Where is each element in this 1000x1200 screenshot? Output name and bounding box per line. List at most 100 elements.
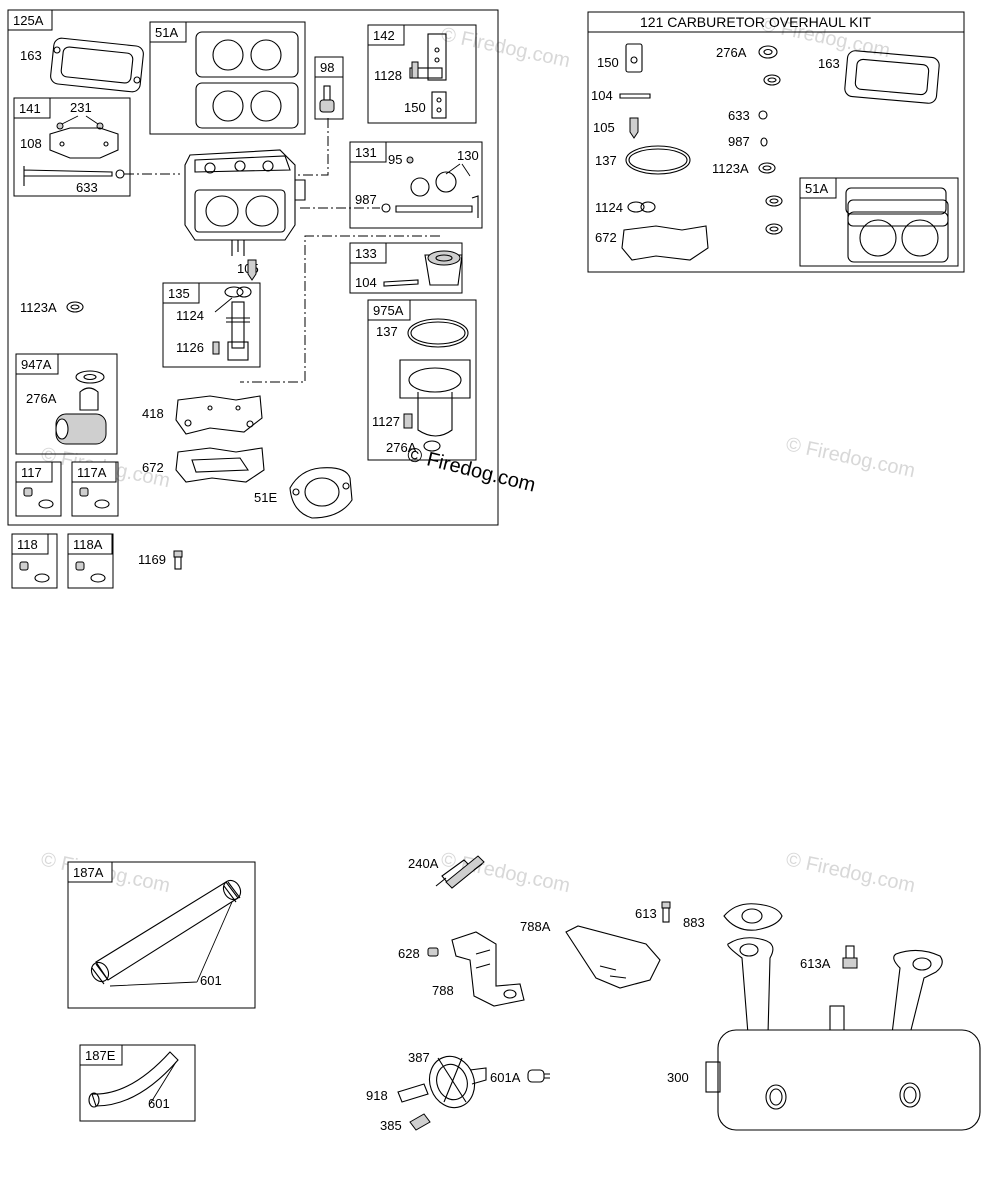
part-label-276A-975A: 276A bbox=[386, 440, 417, 455]
fuel-line-187A-group: 187A 601 bbox=[67, 861, 256, 1009]
kit-part-1123A bbox=[758, 162, 783, 235]
kit-label-276A: 276A bbox=[716, 45, 747, 60]
kit-part-1124 bbox=[627, 201, 656, 213]
part-label-51E: 51E bbox=[254, 490, 277, 505]
box-label-187A: 187A bbox=[73, 865, 104, 880]
box-947A bbox=[15, 353, 118, 455]
part-label-788A: 788A bbox=[520, 919, 551, 934]
kit-label-1123A: 1123A bbox=[712, 161, 749, 176]
tab-118 bbox=[11, 533, 49, 555]
kit-part-276A bbox=[758, 45, 781, 86]
kit-label-672: 672 bbox=[595, 230, 617, 245]
part-label-1124: 1124 bbox=[176, 308, 204, 323]
leader-98 bbox=[298, 118, 329, 176]
part-883-gasket bbox=[723, 903, 783, 931]
kit-label-104: 104 bbox=[591, 88, 613, 103]
part-51E-gasket bbox=[289, 467, 353, 519]
box-label-133: 133 bbox=[355, 246, 377, 261]
part-label-276A-947A: 276A bbox=[26, 391, 57, 406]
tab-118A bbox=[67, 533, 113, 555]
kit-part-672 bbox=[621, 225, 709, 261]
part-label-418: 418 bbox=[142, 406, 164, 421]
part-117-screw-washer bbox=[23, 487, 54, 509]
part-628-screw bbox=[427, 947, 439, 957]
part-label-1127: 1127 bbox=[372, 414, 400, 429]
part-label-918: 918 bbox=[366, 1088, 388, 1103]
kit-label-987: 987 bbox=[728, 134, 750, 149]
tab-141 bbox=[13, 97, 51, 119]
part-163-gasket bbox=[50, 37, 144, 93]
tab-98 bbox=[314, 56, 344, 78]
part-131-throttle-shaft bbox=[381, 156, 479, 218]
tab-51A bbox=[149, 21, 187, 43]
watermark: © Firedog.com bbox=[439, 23, 572, 72]
part-788A-bracket bbox=[565, 925, 661, 989]
part-label-672: 672 bbox=[142, 460, 164, 475]
kit-box-label-51A: 51A bbox=[805, 181, 828, 196]
part-label-240A: 240A bbox=[408, 856, 439, 871]
kit-part-51A bbox=[845, 187, 949, 263]
box-label-117A: 117A bbox=[77, 465, 107, 480]
part-1123A-washer bbox=[66, 301, 84, 313]
part-label-633: 633 bbox=[76, 180, 98, 195]
part-672-gasket bbox=[175, 447, 265, 483]
part-135-emulsion-tube bbox=[212, 286, 252, 361]
watermark-main: © Firedog.com bbox=[405, 444, 538, 497]
kit-tab-51A bbox=[799, 177, 837, 199]
box-187E bbox=[79, 1044, 196, 1122]
part-label-883: 883 bbox=[683, 915, 705, 930]
kit-box-51A bbox=[799, 177, 959, 267]
kit-label-137: 137 bbox=[595, 153, 617, 168]
part-601A-clamp bbox=[527, 1069, 550, 1083]
box-131 bbox=[349, 141, 483, 229]
part-label-231: 231 bbox=[70, 100, 92, 115]
carburetor-overhaul-kit: 121 CARBURETOR OVERHAUL KIT 150 104 105 … bbox=[587, 11, 965, 273]
box-label-187E: 187E bbox=[85, 1048, 116, 1063]
box-142 bbox=[367, 24, 477, 124]
kit-part-105 bbox=[629, 117, 639, 139]
part-label-1126: 1126 bbox=[176, 340, 204, 355]
part-label-613A: 613A bbox=[800, 956, 831, 971]
box-975A bbox=[367, 299, 477, 461]
kit-part-633 bbox=[758, 110, 768, 120]
part-label-987: 987 bbox=[355, 192, 377, 207]
part-label-1169: 1169 bbox=[138, 552, 166, 567]
part-240A-fuel-filter bbox=[435, 855, 485, 889]
tab-187E bbox=[79, 1044, 123, 1066]
kit-part-987 bbox=[760, 137, 768, 147]
kit-part-150 bbox=[625, 43, 643, 73]
box-label-141: 141 bbox=[19, 101, 41, 116]
fuel-line-187E-group: 187E 601 bbox=[79, 1044, 196, 1122]
part-label-95: 95 bbox=[388, 152, 402, 167]
box-label-125A: 125A bbox=[13, 13, 44, 28]
box-label-135: 135 bbox=[168, 286, 190, 301]
part-label-150: 150 bbox=[404, 100, 426, 115]
part-51A-gaskets bbox=[195, 31, 299, 129]
carburetor-assembly-group: 125A 163 51A 98 142 1128 150 bbox=[7, 9, 538, 526]
kit-label-633: 633 bbox=[728, 108, 750, 123]
kit-box bbox=[587, 11, 965, 273]
tab-131 bbox=[349, 141, 387, 163]
part-label-601A: 601A bbox=[490, 1070, 521, 1085]
box-label-118: 118 bbox=[17, 537, 38, 552]
box-label-947A: 947A bbox=[21, 357, 52, 372]
box-125A bbox=[7, 9, 499, 526]
fuel-exhaust-group: 240A 628 788 788A 613 883 bbox=[366, 855, 981, 1133]
part-98-screw bbox=[319, 85, 335, 113]
leader-601a bbox=[109, 901, 233, 987]
part-141-valve bbox=[23, 115, 180, 186]
kit-label-150: 150 bbox=[597, 55, 619, 70]
part-975A-float-bowl bbox=[399, 318, 471, 452]
kit-part-137 bbox=[625, 145, 691, 175]
part-label-300: 300 bbox=[667, 1070, 689, 1085]
part-300-muffler bbox=[705, 937, 981, 1131]
part-947A-solenoid bbox=[55, 370, 107, 445]
box-187A bbox=[67, 861, 256, 1009]
part-187E-hose bbox=[88, 1051, 179, 1108]
tab-135 bbox=[162, 282, 200, 304]
part-418-gasket bbox=[175, 395, 263, 435]
box-135 bbox=[162, 282, 261, 368]
kit-part-104 bbox=[619, 93, 651, 99]
tab-117 bbox=[15, 461, 53, 483]
